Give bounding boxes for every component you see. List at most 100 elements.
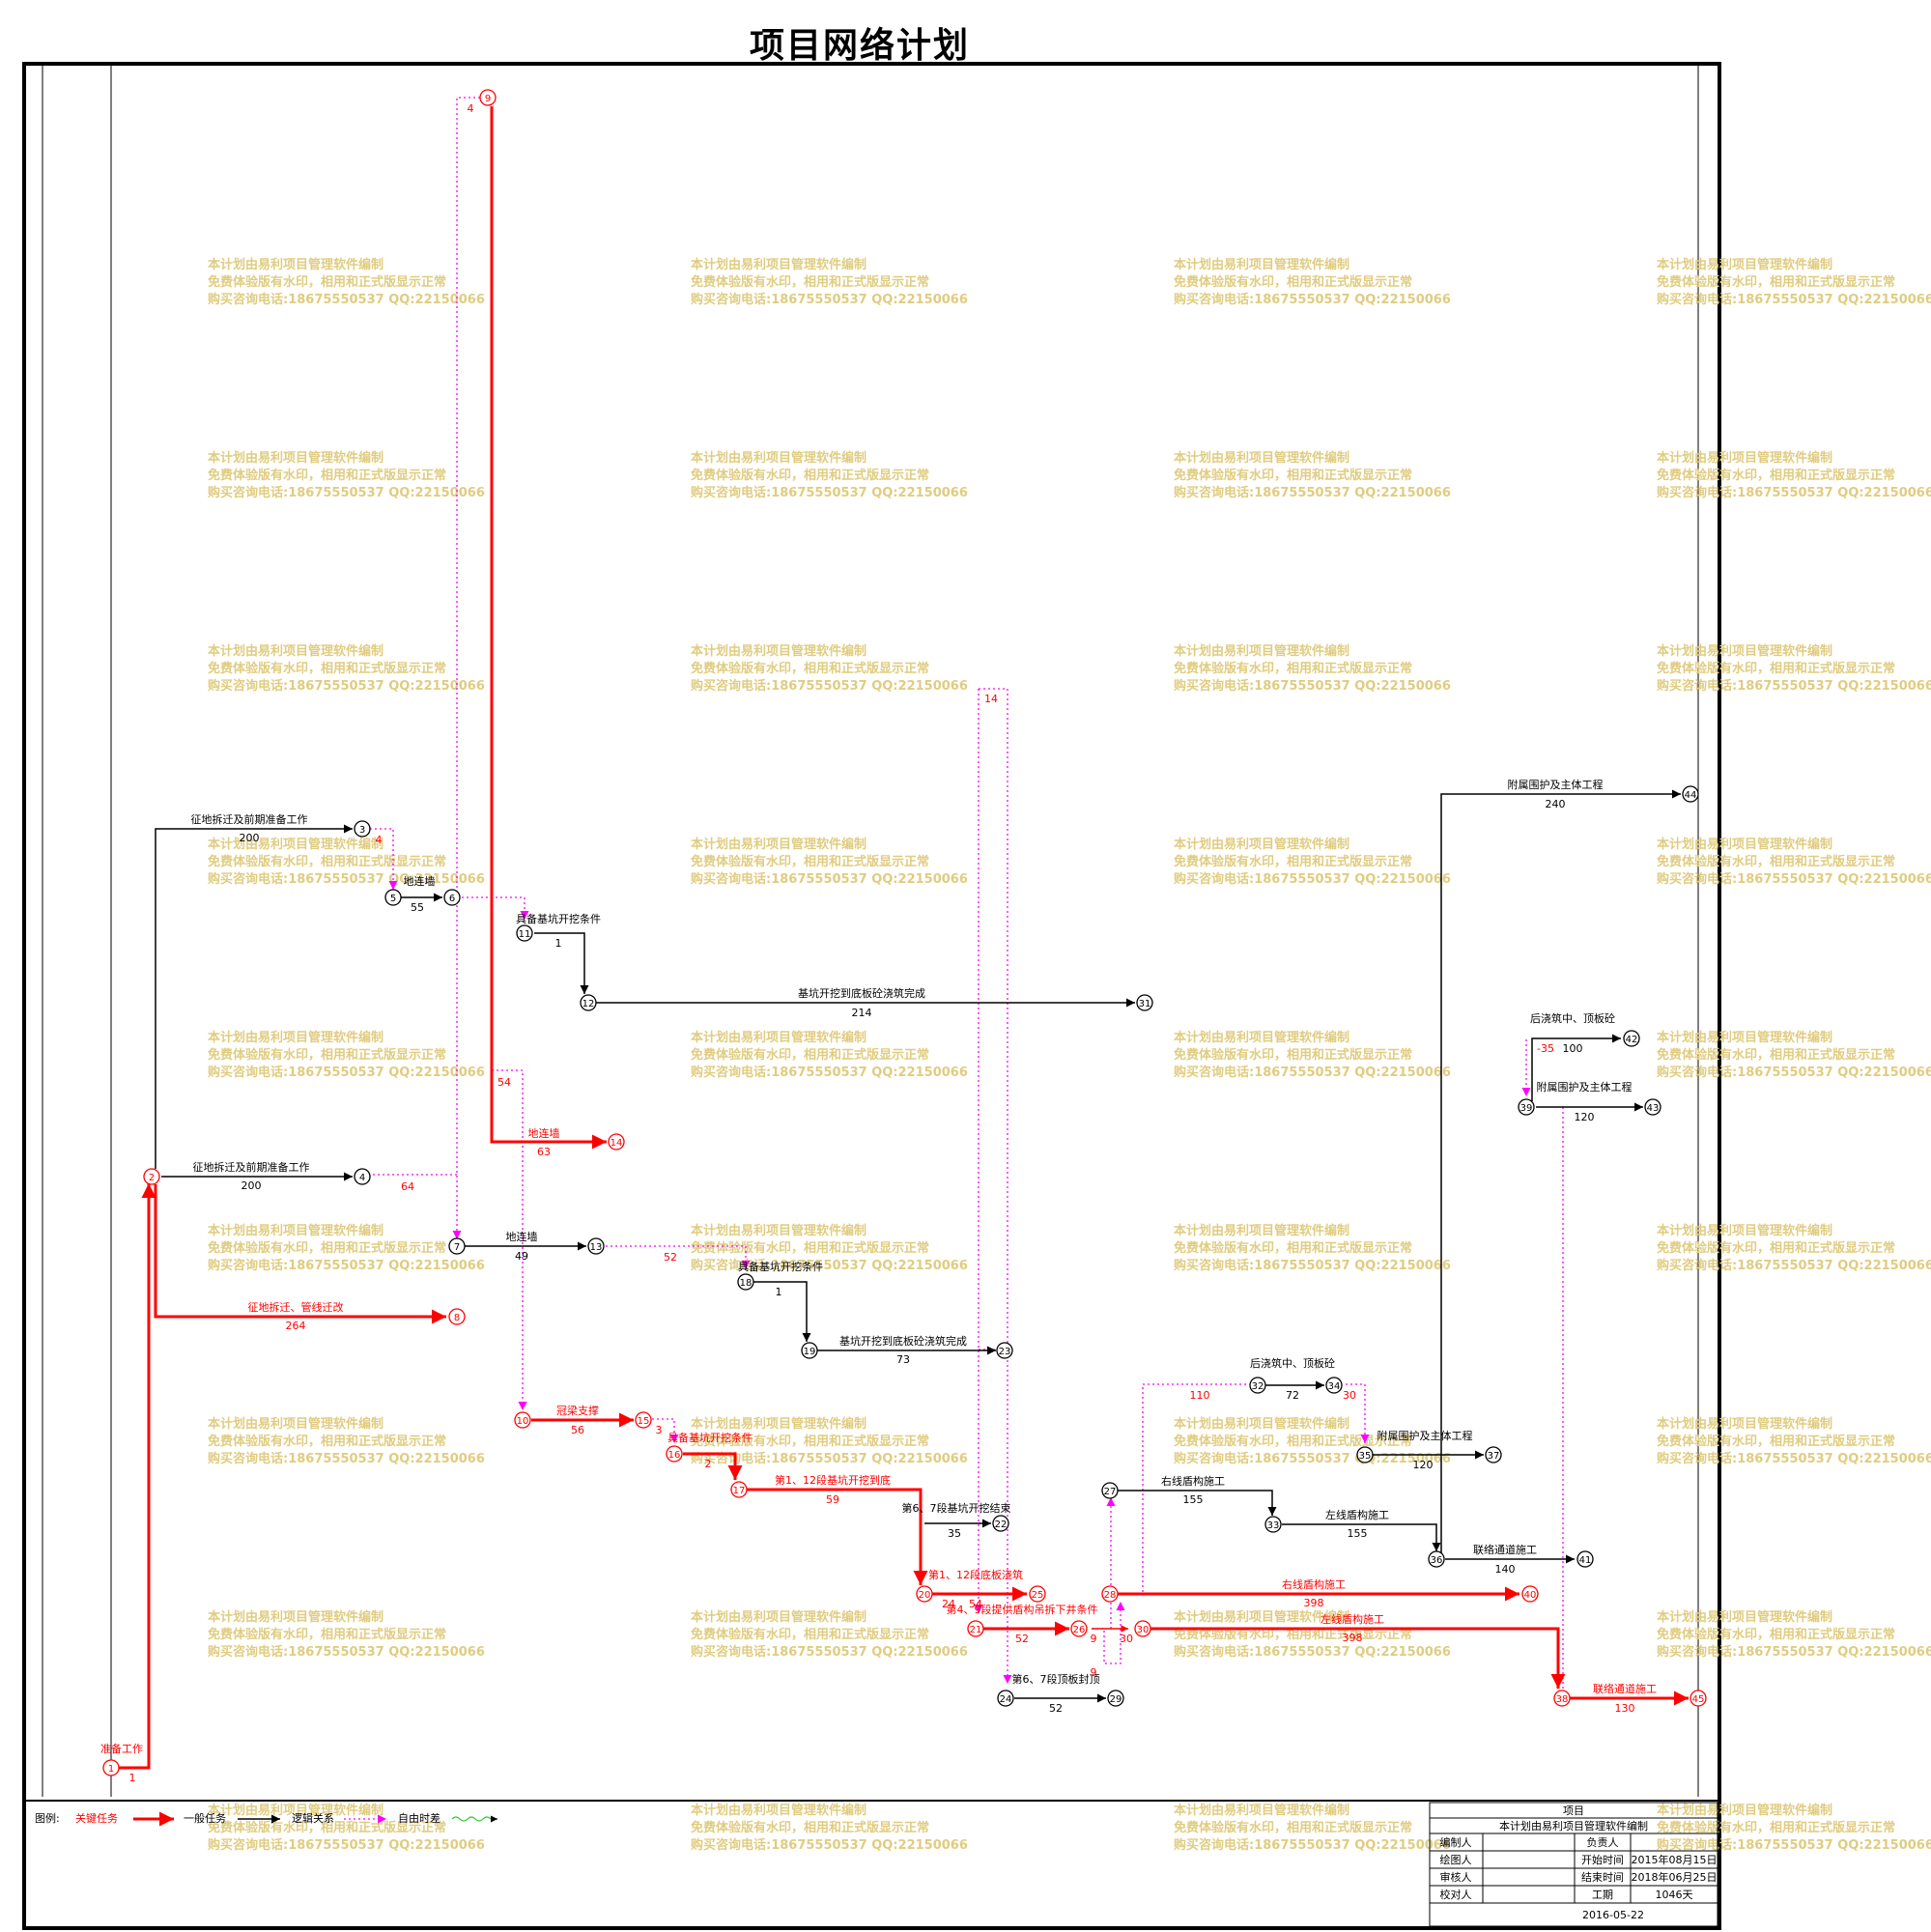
node-label-11: 11 [519, 929, 531, 940]
node-label-22: 22 [995, 1520, 1008, 1530]
watermark-text-8-3-2: 购买咨询电话:18675550537 QQ:22150066 [1657, 1837, 1931, 1853]
watermark-text-6-2-0: 本计划由易利项目管理软件编制 [1174, 1416, 1349, 1432]
watermark-text-7-2-0: 本计划由易利项目管理软件编制 [1174, 1609, 1349, 1625]
node-label-25: 25 [1032, 1590, 1044, 1601]
dur-t18_19: 1 [776, 1286, 782, 1298]
legend-normal-label: 一般任务 [184, 1812, 226, 1825]
node-30 [1134, 1620, 1151, 1637]
dur-t10_15: 56 [571, 1424, 584, 1436]
info-table: 项目 本计划由易利项目管理软件编制 编制人 负责人 绘图人 开始时间 2015年… [1429, 1802, 1718, 1927]
watermark-text-2-3-1: 免费体验版有水印，相用和正式版显示正常 [1657, 661, 1895, 676]
watermark-text-3-1-0: 本计划由易利项目管理软件编制 [691, 837, 866, 852]
watermark-text-6-3-2: 购买咨询电话:18675550537 QQ:22150066 [1657, 1451, 1931, 1466]
watermark-text-0-3-2: 购买咨询电话:18675550537 QQ:22150066 [1657, 292, 1931, 307]
node-label-37: 37 [1488, 1451, 1500, 1462]
label-t18_19: 具备基坑开挖条件 [738, 1260, 823, 1273]
watermark-text-0-0-2: 购买咨询电话:18675550537 QQ:22150066 [208, 292, 485, 307]
node-27 [1101, 1482, 1119, 1499]
label-t27_33: 右线盾构施工 [1161, 1474, 1225, 1488]
node-label-1: 1 [108, 1764, 114, 1775]
watermark-text-7-3-1: 免费体验版有水印，相用和正式版显示正常 [1657, 1627, 1895, 1642]
dur-t11_12: 1 [555, 937, 562, 950]
dur-t19_23: 73 [896, 1353, 910, 1366]
label-t1_2: 准备工作 [100, 1742, 143, 1755]
node-label-44: 44 [1685, 790, 1697, 801]
node-28 [1101, 1585, 1119, 1603]
node-22 [992, 1515, 1009, 1532]
watermark-text-8-0-2: 购买咨询电话:18675550537 QQ:22150066 [208, 1837, 485, 1853]
label-t36_41: 联络通道施工 [1473, 1543, 1537, 1556]
watermark-text-8-1-2: 购买咨询电话:18675550537 QQ:22150066 [691, 1837, 968, 1853]
node-label-38: 38 [1556, 1694, 1569, 1705]
float-42: -35 [1537, 1042, 1554, 1055]
watermark-text-5-3-2: 购买咨询电话:18675550537 QQ:22150066 [1657, 1258, 1931, 1273]
watermark-text-6-0-2: 购买咨询电话:18675550537 QQ:22150066 [208, 1451, 485, 1466]
node-label-27: 27 [1104, 1487, 1117, 1497]
info-date: 2016-05-22 [1582, 1909, 1644, 1921]
node-label-12: 12 [582, 999, 595, 1009]
dur-t9_14: 63 [537, 1146, 551, 1158]
watermark-text-2-0-0: 本计划由易利项目管理软件编制 [208, 643, 383, 659]
node-label-2: 2 [149, 1173, 155, 1183]
watermark-text-3-2-2: 购买咨询电话:18675550537 QQ:22150066 [1174, 871, 1451, 887]
node-label-23: 23 [999, 1347, 1011, 1357]
logic-relations [370, 97, 1564, 1689]
dur-t12_31: 214 [852, 1007, 872, 1019]
info-project-label: 项目 [1563, 1804, 1584, 1817]
node-13 [587, 1237, 605, 1255]
node-label-30: 30 [1137, 1625, 1150, 1635]
node-label-29: 29 [1110, 1694, 1122, 1705]
watermark-text-6-2-1: 免费体验版有水印，相用和正式版显示正常 [1174, 1434, 1412, 1449]
node-12 [580, 994, 597, 1011]
node-label-32: 32 [1252, 1381, 1264, 1392]
node-label-41: 41 [1579, 1555, 1592, 1566]
watermark-text-5-0-1: 免费体验版有水印，相用和正式版显示正常 [208, 1240, 446, 1256]
float-26b: 9 [1091, 1666, 1097, 1679]
watermark-text-7-3-2: 购买咨询电话:18675550537 QQ:22150066 [1657, 1644, 1931, 1660]
watermark-text-2-1-1: 免费体验版有水印，相用和正式版显示正常 [691, 661, 929, 676]
float-9: 4 [468, 102, 474, 115]
watermark-text-2-3-2: 购买咨询电话:18675550537 QQ:22150066 [1657, 678, 1931, 694]
arrow-17-20 [746, 1488, 928, 1585]
node-37 [1485, 1446, 1502, 1463]
node-32 [1249, 1377, 1266, 1394]
node-8 [448, 1308, 466, 1325]
watermark-text-8-3-0: 本计划由易利项目管理软件编制 [1657, 1803, 1832, 1818]
info-r1c0: 绘图人 [1440, 1853, 1472, 1866]
watermark-text-4-0-1: 免费体验版有水印，相用和正式版显示正常 [208, 1047, 446, 1063]
node-29 [1107, 1690, 1124, 1707]
watermark-text-7-1-1: 免费体验版有水印，相用和正式版显示正常 [691, 1627, 929, 1642]
watermark-text-2-0-2: 购买咨询电话:18675550537 QQ:22150066 [208, 678, 485, 694]
legend-float-line [451, 1816, 492, 1822]
float-13: 52 [664, 1251, 677, 1264]
watermark-text-0-2-1: 免费体验版有水印，相用和正式版显示正常 [1174, 274, 1412, 290]
node-6 [443, 889, 461, 906]
node-label-13: 13 [590, 1242, 603, 1253]
outer-frame [22, 62, 1721, 1930]
node-label-10: 10 [517, 1416, 529, 1427]
dur-t24_29: 52 [1049, 1702, 1063, 1715]
node-11 [516, 924, 533, 942]
watermark-text-4-1-1: 免费体验版有水印，相用和正式版显示正常 [691, 1047, 929, 1063]
watermark-text-7-2-2: 购买咨询电话:18675550537 QQ:22150066 [1174, 1644, 1451, 1660]
float-21: 54 [969, 1598, 982, 1610]
watermark-text-1-2-1: 免费体验版有水印，相用和正式版显示正常 [1174, 468, 1412, 483]
watermark-text-1-0-2: 购买咨询电话:18675550537 QQ:22150066 [208, 485, 485, 500]
label-t36_44: 附属围护及主体工程 [1508, 778, 1604, 791]
node-34 [1325, 1377, 1343, 1394]
logic-34-35 [1346, 1383, 1370, 1443]
arrow-2-3 [155, 824, 353, 1169]
label-t39_42: 后浇筑中、顶板砼 [1530, 1011, 1615, 1025]
watermark-text-6-0-0: 本计划由易利项目管理软件编制 [208, 1416, 383, 1432]
logic-28-32 [1142, 1383, 1246, 1592]
node-label-42: 42 [1626, 1035, 1638, 1045]
logic-9-7 [452, 97, 480, 1239]
arrow-11-12 [534, 932, 589, 994]
watermark-text-5-2-1: 免费体验版有水印，相用和正式版显示正常 [1174, 1240, 1412, 1256]
node-25 [1029, 1585, 1046, 1603]
node-31 [1136, 994, 1153, 1011]
info-r0c0: 编制人 [1440, 1835, 1472, 1849]
watermark-text-5-1-2: 购买咨询电话:18675550537 QQ:22150066 [691, 1258, 968, 1273]
dur-t38_45: 130 [1615, 1702, 1635, 1715]
node-label-18: 18 [740, 1278, 753, 1289]
